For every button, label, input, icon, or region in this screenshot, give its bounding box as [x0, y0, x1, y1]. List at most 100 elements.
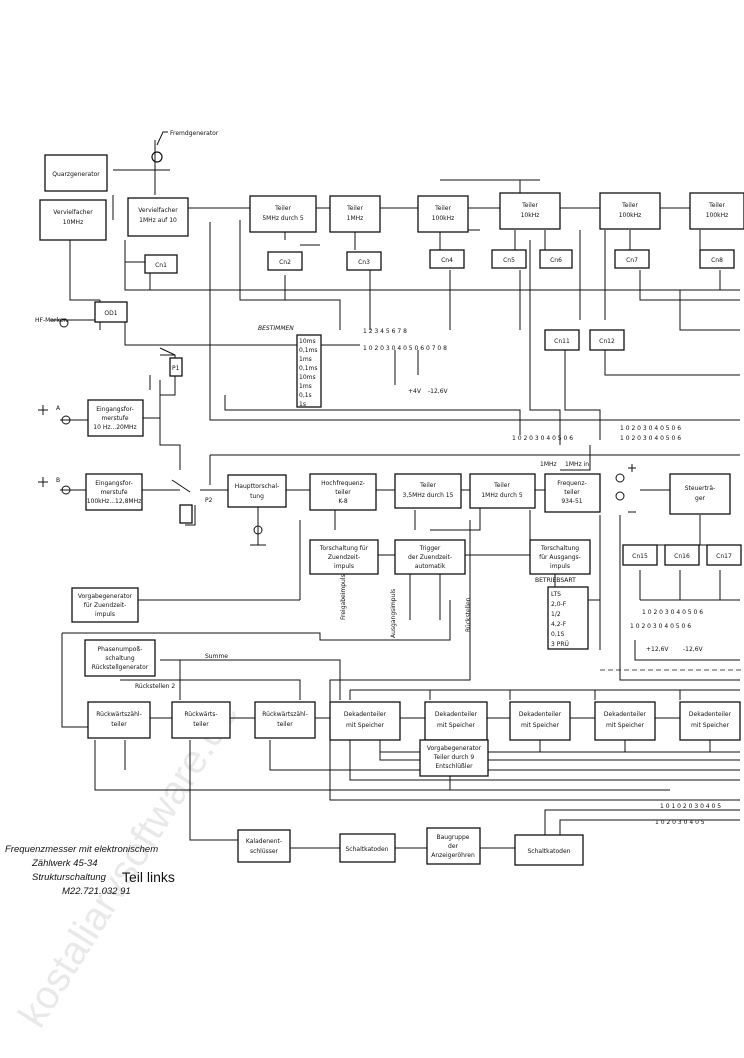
svg-text:Teiler: Teiler [621, 202, 638, 209]
svg-text:Trigger: Trigger [419, 545, 441, 552]
cn5-block: Cn5 [491, 249, 527, 269]
svg-text:teiler: teiler [277, 721, 293, 728]
switch-p2: P2 [171, 479, 213, 524]
svg-text:10ms: 10ms [299, 338, 316, 345]
svg-text:Entschlüßler: Entschlüßler [435, 763, 473, 770]
svg-text:Teiler: Teiler [493, 482, 510, 489]
frequenzteiler-block: Frequenz- teiler 934-51 [544, 473, 601, 513]
svg-text:mit Speicher: mit Speicher [521, 722, 560, 729]
svg-text:1 0 2 0 3 0 4 0 5 0 6: 1 0 2 0 3 0 4 0 5 0 6 [512, 435, 573, 442]
eingang-a-block: Eingangsfor- merstufe 10 Hz...20MHz [87, 399, 144, 437]
svg-text:Vervielfacher: Vervielfacher [138, 207, 178, 214]
teiler-100khz-3-block: Teiler 100kHz [689, 192, 744, 230]
svg-text:K-8: K-8 [338, 498, 347, 505]
vervielfacher-block: Vervielfacher 10MHz [39, 199, 107, 241]
cn2-block: Cn2 [267, 251, 303, 271]
svg-text:Kaladenent-: Kaladenent- [246, 838, 282, 845]
vorgabegenerator-9-block: Vorgabegenerator Teiler durch 9 Entschlü… [419, 739, 489, 777]
svg-text:P1: P1 [172, 365, 180, 372]
svg-text:Freigabeimpuls: Freigabeimpuls [340, 574, 347, 620]
svg-text:Torschaltung: Torschaltung [540, 545, 579, 552]
svg-text:impuls: impuls [95, 611, 115, 618]
svg-text:Cn3: Cn3 [358, 259, 370, 266]
svg-text:0,1s: 0,1s [299, 392, 312, 399]
title-block: Frequenzmesser mit elektronischem Zählwe… [5, 844, 175, 897]
svg-text:1 0 2 0 3 0 4 0 5 0 6: 1 0 2 0 3 0 4 0 5 0 6 [642, 609, 703, 616]
phasen-block: Phasenumpoß- schaltung Rückstellgenerato… [84, 639, 156, 677]
svg-text:LTS: LTS [551, 591, 561, 598]
svg-text:4,2-F: 4,2-F [551, 621, 567, 628]
svg-text:10 Hz...20MHz: 10 Hz...20MHz [93, 424, 136, 431]
caption-line-1: Frequenzmesser mit elektronischem [5, 844, 158, 855]
svg-text:Eingangsfor-: Eingangsfor- [95, 480, 133, 487]
svg-text:Teiler: Teiler [521, 202, 538, 209]
svg-text:Teiler: Teiler [346, 205, 363, 212]
svg-text:-12,6V: -12,6V [428, 388, 449, 395]
input-b-connector: B [38, 477, 71, 495]
svg-text:tung: tung [250, 493, 264, 500]
rueckwaerts-3-block: Rückwärtszähl- teiler [254, 701, 316, 739]
svg-text:0,1ms: 0,1ms [299, 347, 318, 354]
svg-text:Teiler: Teiler [708, 202, 725, 209]
svg-text:Dekadenteiler: Dekadenteiler [604, 711, 647, 718]
svg-text:Dekadenteiler: Dekadenteiler [519, 711, 562, 718]
svg-text:Cn5: Cn5 [503, 257, 515, 264]
schaltkatoden-2-block: Schaltkatoden [514, 834, 584, 866]
svg-text:Phasenumpoß-: Phasenumpoß- [98, 646, 143, 653]
svg-text:OD1: OD1 [104, 310, 117, 317]
svg-text:der Zuendzeit-: der Zuendzeit- [408, 554, 452, 561]
svg-text:1 0 2 0 3 0 4 0 5 0 6: 1 0 2 0 3 0 4 0 5 0 6 [620, 435, 681, 442]
svg-text:schaltung: schaltung [105, 655, 135, 662]
svg-text:Cn7: Cn7 [626, 257, 638, 264]
svg-text:100kHz: 100kHz [619, 212, 642, 219]
svg-text:impuls: impuls [550, 563, 570, 570]
svg-text:merstufe: merstufe [100, 489, 127, 496]
switch-row-bottom: 1 0 1 0 2 0 3 0 4 0 5 1 0 2 0 3 0 4 0 5 [655, 803, 721, 826]
svg-text:1MHz: 1MHz [540, 461, 557, 468]
switch-p1: P1 [159, 347, 183, 377]
svg-text:Cn4: Cn4 [441, 257, 453, 264]
svg-text:Cn17: Cn17 [716, 553, 732, 560]
svg-text:Cn16: Cn16 [674, 553, 690, 560]
svg-text:P2: P2 [205, 497, 213, 504]
input-a-connector: A [38, 405, 71, 425]
svg-text:3,5MHz durch 15: 3,5MHz durch 15 [403, 492, 454, 499]
svg-text:1/2: 1/2 [551, 611, 561, 618]
svg-text:Fremdgenerator: Fremdgenerator [170, 130, 219, 137]
fremdgenerator-connector: Fremdgenerator [151, 130, 219, 163]
svg-text:+12,6V: +12,6V [646, 646, 669, 653]
svg-text:1 0 2 0 3 0 4 0 5: 1 0 2 0 3 0 4 0 5 [655, 819, 705, 826]
kadenentschluesser-block: Kaladenent- schlüsser [237, 829, 291, 863]
svg-text:1MHz auf 10: 1MHz auf 10 [139, 217, 177, 224]
svg-text:Teiler durch 9: Teiler durch 9 [433, 754, 475, 761]
ground-symbol [253, 525, 263, 535]
svg-text:impuls: impuls [334, 563, 354, 570]
svg-text:Schaltkatoden: Schaltkatoden [346, 846, 389, 853]
svg-text:mit Speicher: mit Speicher [437, 722, 476, 729]
svg-text:Rückwärts-: Rückwärts- [184, 711, 217, 718]
svg-text:Rückstellgenerator: Rückstellgenerator [92, 664, 149, 671]
rueckwaerts-1-block: Rückwärtszähl- teiler [87, 701, 151, 739]
svg-text:1MHz: 1MHz [347, 215, 364, 222]
caption-line-5: M22.721.032 91 [62, 886, 131, 897]
dekadenteiler-3-block: Dekadenteiler mit Speicher [509, 701, 571, 741]
teiler-1mhz-5-block: Teiler 1MHz durch 5 [469, 473, 536, 509]
od1-block: OD1 [94, 301, 128, 323]
svg-text:teiler: teiler [564, 489, 580, 496]
svg-text:Dekadenteiler: Dekadenteiler [689, 711, 732, 718]
steuertraeger-block: Steuerträ- ger [669, 473, 731, 515]
svg-text:Frequenz-: Frequenz- [557, 480, 586, 487]
svg-text:teiler: teiler [193, 721, 209, 728]
svg-text:1 0 2 0 3 0 4 0 5 0 6 0 7 0 8: 1 0 2 0 3 0 4 0 5 0 6 0 7 0 8 [363, 345, 447, 352]
cn1-block: Cn1 [144, 254, 178, 274]
svg-text:Haupttorschal-: Haupttorschal- [235, 483, 279, 490]
svg-text:Schaltkatoden: Schaltkatoden [528, 848, 571, 855]
teiler-10khz-block: Teiler 10kHz [499, 192, 561, 230]
svg-text:teiler: teiler [111, 721, 127, 728]
svg-text:Cn15: Cn15 [632, 553, 648, 560]
svg-text:10kHz: 10kHz [521, 212, 540, 219]
svg-text:der: der [448, 843, 459, 850]
vorgabegenerator-zuend-block: Vorgabegenerator für Zuendzeit- impuls [71, 587, 139, 623]
cn12-block: Cn12 [589, 329, 625, 351]
svg-text:Cn1: Cn1 [155, 262, 167, 269]
